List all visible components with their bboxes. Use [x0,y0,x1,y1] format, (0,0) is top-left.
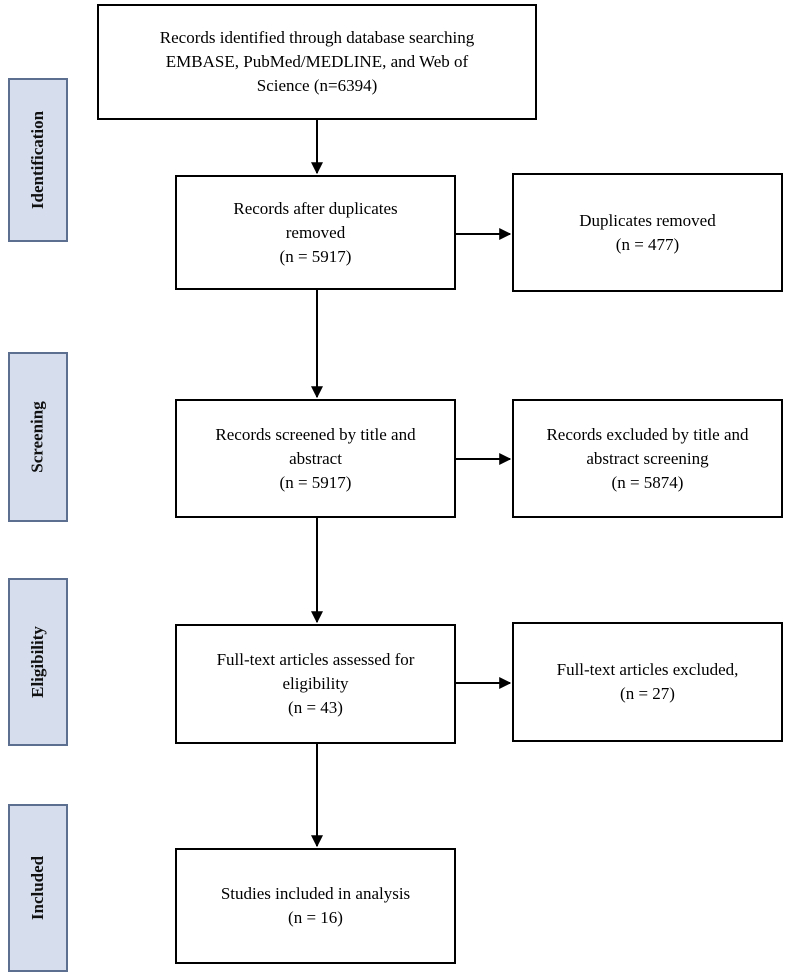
box-included-line-1: Studies included in analysis [220,884,411,903]
box-studies-included: Studies included in analysis (n = 16) [175,848,456,964]
box-records-identified: Records identified through database sear… [97,4,537,120]
box-after-duplicates-line-3: (n = 5917) [279,246,352,266]
box-records-after-duplicates: Records after duplicates removed (n = 59… [175,175,456,290]
box-fulltext-assessed-line-1: Full-text articles assessed for [216,650,415,669]
box-fulltext-excluded: Full-text articles excluded, (n = 27) [512,622,783,742]
box-records-identified-line-2: EMBASE, PubMed/MEDLINE, and Web of [165,52,469,71]
stage-eligibility: Eligibility [8,578,68,746]
box-fulltext-assessed-line-3: (n = 43) [288,698,343,717]
box-screened-line-2: abstract [289,448,342,468]
box-fulltext-excluded-line-1: Full-text articles excluded, [556,660,739,679]
box-after-duplicates-line-2: removed [285,222,346,242]
box-records-identified-line-3: Science (n=6394) [256,76,378,95]
box-after-duplicates-line-1: Records after duplicates [233,198,398,218]
box-excluded-screening-line-3: (n = 5874) [611,472,684,492]
box-fulltext-assessed: Full-text articles assessed for eligibil… [175,624,456,744]
box-screened-line-1: Records screened by title and [215,424,416,444]
stage-screening: Screening [8,352,68,522]
box-screened-line-3: (n = 5917) [279,472,352,492]
box-excluded-screening-line-2: abstract screening [586,448,709,468]
box-excluded-screening-line-1: Records excluded by title and [546,424,749,444]
box-included-line-2: (n = 16) [288,908,343,927]
stage-included: Included [8,804,68,972]
box-records-screened: Records screened by title and abstract (… [175,399,456,518]
box-duplicates-removed-line-1: Duplicates removed [579,210,716,230]
box-duplicates-removed-line-2: (n = 477) [615,234,680,254]
box-records-excluded-screening: Records excluded by title and abstract s… [512,399,783,518]
stage-identification: Identification [8,78,68,242]
box-fulltext-excluded-line-2: (n = 27) [620,684,675,703]
box-records-identified-line-1: Records identified through database sear… [159,28,475,47]
box-duplicates-removed: Duplicates removed (n = 477) [512,173,783,292]
box-fulltext-assessed-line-2: eligibility [282,674,349,693]
